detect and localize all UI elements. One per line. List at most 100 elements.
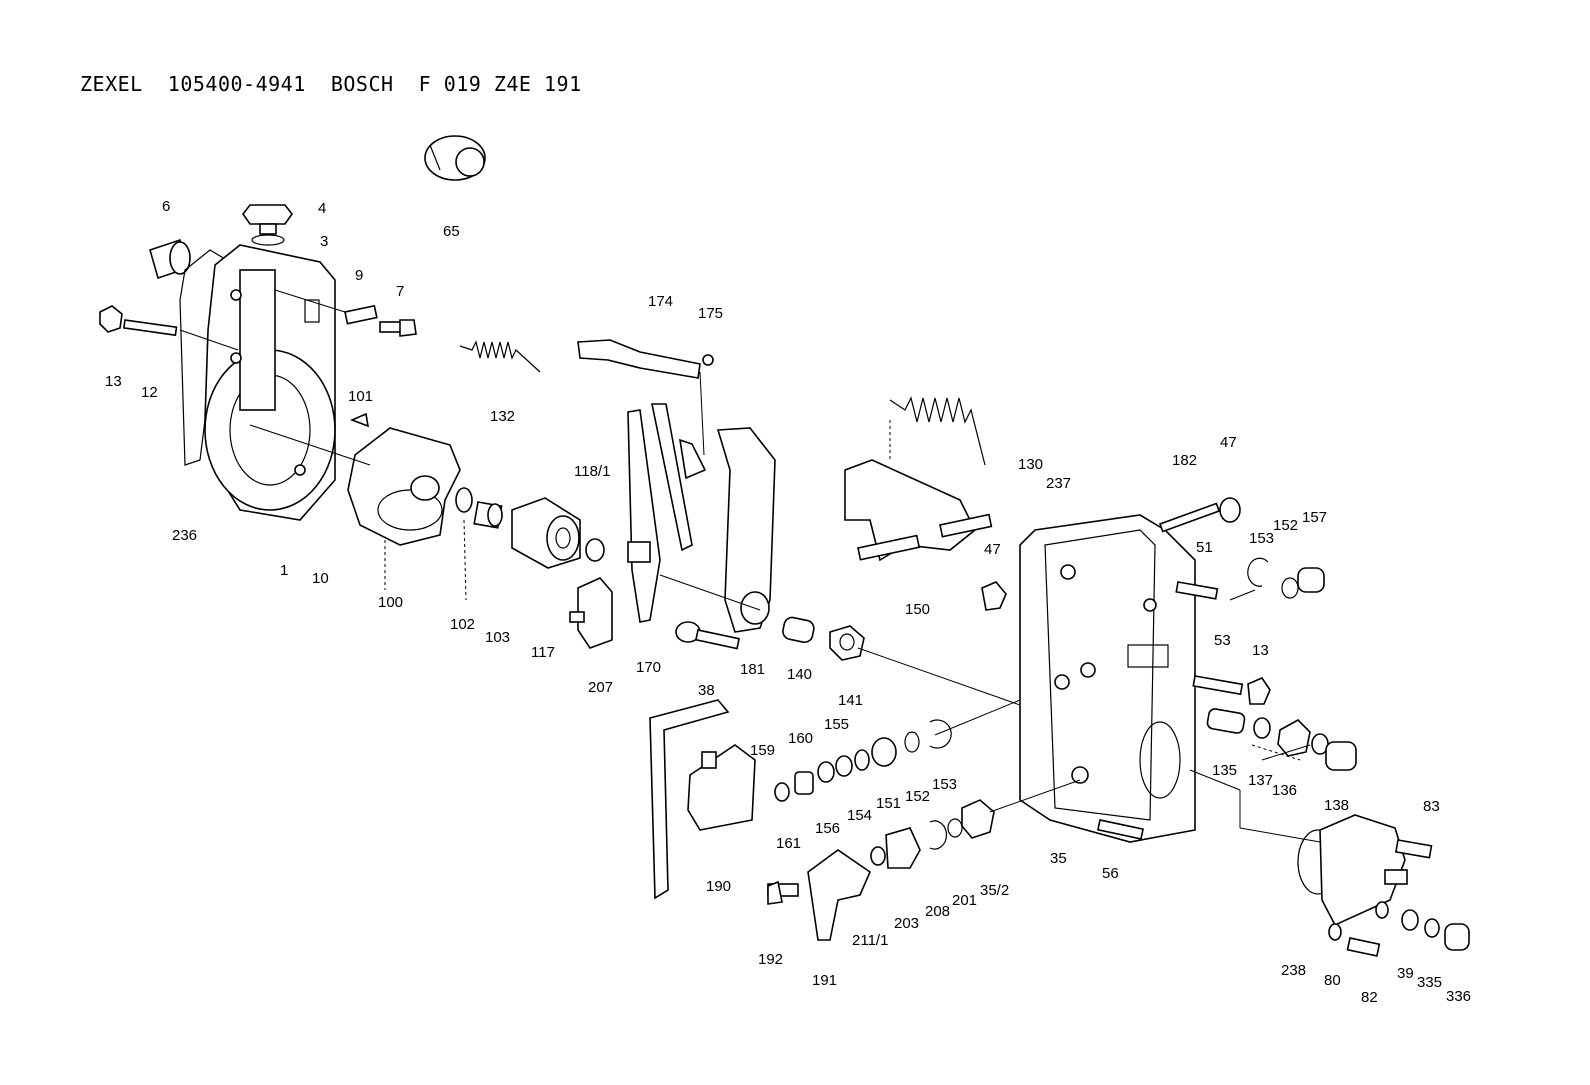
part-adjust-screw: [149, 238, 191, 280]
diagram-title: ZEXEL 105400-4941 BOSCH F 019 Z4E 191: [80, 72, 582, 96]
part-label: 56: [1102, 865, 1119, 882]
part-label: 160: [788, 730, 813, 747]
part-label: 191: [812, 972, 837, 989]
part-label: 151: [876, 795, 901, 812]
part-label: 80: [1324, 972, 1341, 989]
part-screw-47: [981, 497, 1241, 611]
part-guide-lever: [716, 427, 776, 633]
part-label: 237: [1046, 475, 1071, 492]
part-small-set: [1328, 901, 1470, 957]
part-label: 130: [1018, 456, 1043, 473]
part-tension-lever: [627, 403, 707, 623]
part-label: 35: [1050, 850, 1067, 867]
part-label: 137: [1248, 772, 1273, 789]
part-label: 100: [378, 594, 403, 611]
part-plate-bolt: [344, 304, 417, 337]
part-label: 192: [758, 951, 783, 968]
part-label: 174: [648, 293, 673, 310]
part-label: 10: [312, 570, 329, 587]
part-label: 132: [490, 408, 515, 425]
part-bolt-56: [1096, 819, 1144, 840]
part-label: 82: [1361, 989, 1378, 1006]
part-label: 161: [776, 835, 801, 852]
part-label: 150: [905, 601, 930, 618]
part-label: 138: [1324, 797, 1349, 814]
part-label: 13: [105, 373, 122, 390]
part-label: 140: [787, 666, 812, 683]
part-governor-cover: [1019, 514, 1196, 843]
part-label: 335: [1417, 974, 1442, 991]
part-label: 141: [838, 692, 863, 709]
part-label: 153: [932, 776, 957, 793]
part-stud-nut: [1192, 675, 1271, 705]
part-screw-51: [1175, 581, 1219, 600]
part-stop-lever: [767, 849, 871, 941]
part-link-plate: [577, 339, 714, 379]
part-label: 201: [952, 892, 977, 909]
part-plug-screw: [242, 204, 293, 246]
part-label: 156: [815, 820, 840, 837]
part-sleeve: [511, 497, 581, 569]
part-label: 47: [984, 541, 1001, 558]
part-block: [569, 577, 613, 649]
part-label: 101: [348, 388, 373, 405]
part-label: 152: [905, 788, 930, 805]
part-label: 207: [588, 679, 613, 696]
part-screw-long: [675, 621, 741, 650]
part-label: 153: [1249, 530, 1274, 547]
part-lever-shaft: [844, 459, 993, 562]
part-label: 208: [925, 903, 950, 920]
part-governor-housing: [204, 244, 336, 521]
part-spring-large: [889, 396, 986, 466]
part-sleeve-nut: [424, 135, 486, 181]
part-label: 190: [706, 878, 731, 895]
part-label: 154: [847, 807, 872, 824]
part-ring-set: [774, 719, 952, 802]
part-label: 38: [698, 682, 715, 699]
part-label: 3: [320, 233, 328, 250]
part-label: 157: [1302, 509, 1327, 526]
part-label: 103: [485, 629, 510, 646]
part-label: 7: [396, 283, 404, 300]
part-label: 6: [162, 198, 170, 215]
part-cap-set: [1247, 557, 1325, 599]
part-bushing: [473, 501, 503, 529]
part-label: 47: [1220, 434, 1237, 451]
part-label: 117: [531, 644, 555, 661]
part-label: 65: [443, 223, 460, 240]
part-label: 211/1: [852, 932, 888, 949]
part-label: 9: [355, 267, 363, 284]
part-nut-stud: [99, 305, 178, 337]
part-label: 35/2: [980, 882, 1009, 899]
part-pin: [1158, 502, 1221, 533]
part-adjust-set: [1206, 708, 1357, 771]
part-key: [349, 412, 370, 428]
part-label: 159: [750, 742, 775, 759]
part-label: 39: [1397, 965, 1414, 982]
part-label: 118/1: [574, 463, 610, 480]
part-label: 336: [1446, 988, 1471, 1005]
part-label: 102: [450, 616, 475, 633]
part-label: 1: [280, 562, 288, 579]
part-bracket: [649, 699, 756, 900]
part-bolt-83: [1394, 839, 1433, 859]
part-label: 83: [1423, 798, 1440, 815]
part-spring-screw: [782, 616, 865, 661]
part-label: 203: [894, 915, 919, 932]
part-thrust-washer: [585, 538, 605, 562]
part-label: 13: [1252, 642, 1269, 659]
part-label: 53: [1214, 632, 1231, 649]
part-label: 182: [1172, 452, 1197, 469]
part-label: 136: [1272, 782, 1297, 799]
part-label: 181: [740, 661, 765, 678]
part-label: 175: [698, 305, 723, 322]
part-screw-set: [870, 799, 995, 869]
part-washer: [455, 487, 473, 513]
part-label: 155: [824, 716, 849, 733]
part-spring-small: [459, 340, 541, 373]
part-label: 236: [172, 527, 197, 544]
part-label: 238: [1281, 962, 1306, 979]
part-label: 152: [1273, 517, 1298, 534]
part-label: 135: [1212, 762, 1237, 779]
